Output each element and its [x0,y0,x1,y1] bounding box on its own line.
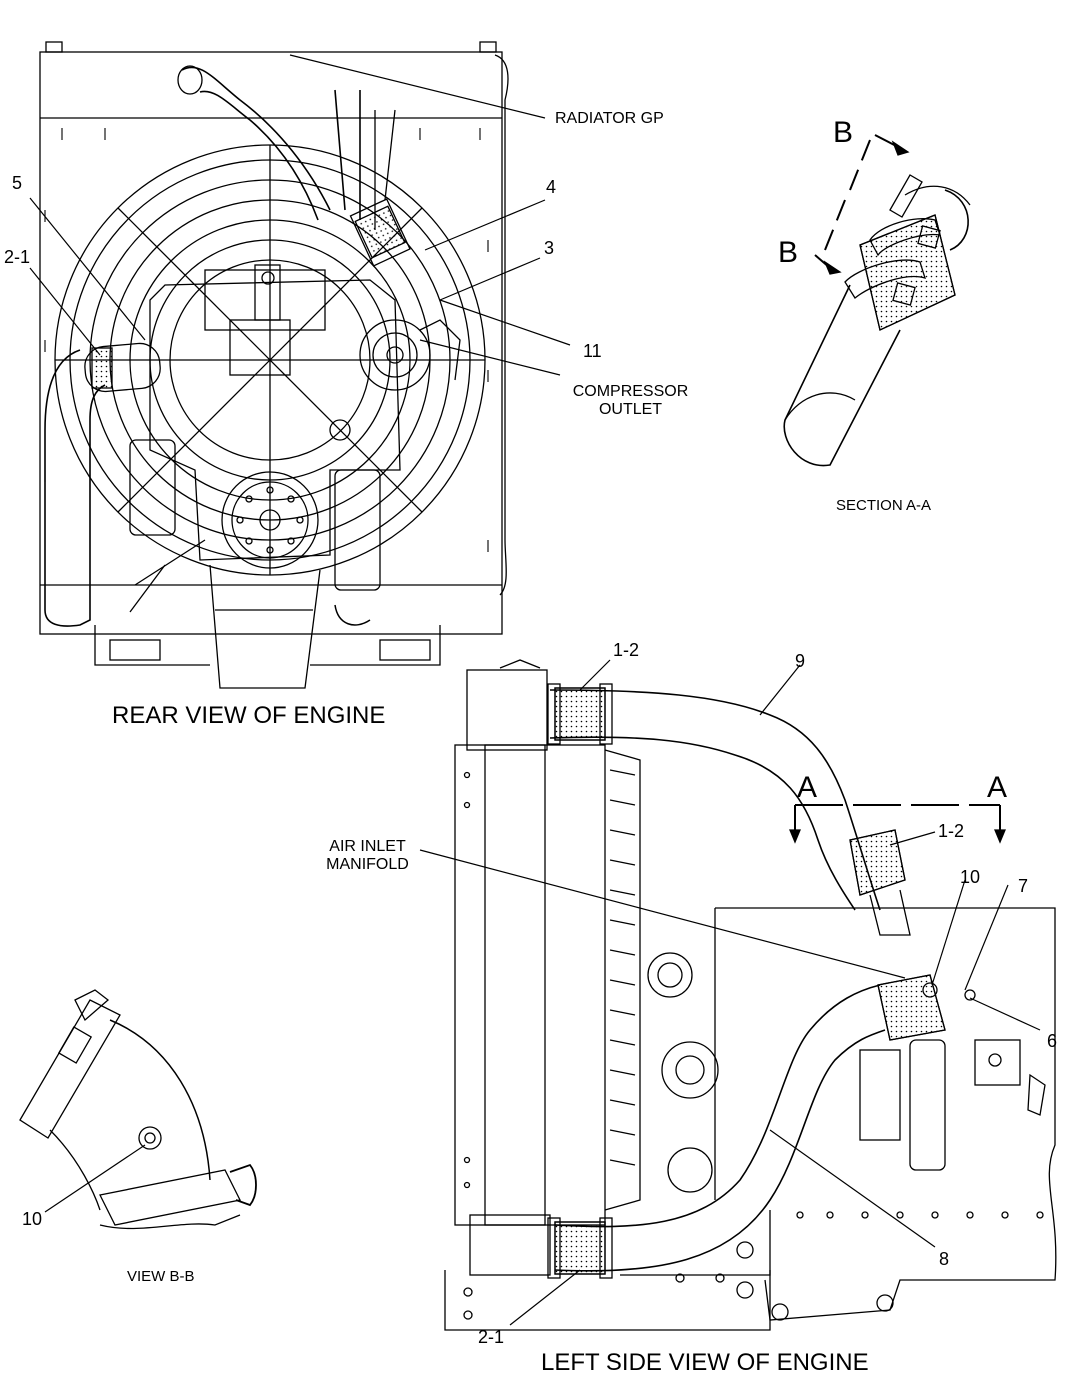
label-air-inlet-manifold: AIR INLET MANIFOLD [310,838,425,874]
callout-10-view-bb: 10 [22,1209,43,1229]
left-view-drawing [444,659,1057,1331]
title-view-bb: VIEW B-B [127,1268,195,1285]
air-inlet-line1: AIR INLET [329,838,406,855]
rear-leaders [29,54,571,376]
radiator-core [454,744,606,1226]
title-section-aa: SECTION A-A [836,497,932,514]
left-leaders [419,659,1041,1326]
callout-2-1-left: 2-1 [478,1327,505,1347]
callout-4: 4 [546,177,557,197]
callout-3: 3 [544,238,555,258]
callout-10-left: 10 [960,867,981,887]
turbo-compressor [359,319,431,391]
compressor-outlet-line1: COMPRESSOR [572,383,689,400]
label-compressor-outlet: COMPRESSOR OUTLET [563,383,698,419]
callout-9: 9 [795,651,806,671]
section-b-top: B [833,116,854,149]
callout-7: 7 [1018,876,1029,896]
flywheel [221,471,319,569]
callout-6: 6 [1047,1031,1058,1051]
section-a-left: A [797,771,818,804]
title-left-view: LEFT SIDE VIEW OF ENGINE [541,1349,869,1376]
engine-outline [715,907,1057,1321]
air-inlet-line2: MANIFOLD [326,856,409,873]
view-bb-drawing [19,989,257,1230]
section-a-right: A [987,771,1008,804]
callout-8: 8 [939,1249,950,1269]
callout-1-2-mid: 1-2 [938,821,965,841]
rear-view-drawing [39,41,509,689]
radiator-frame [39,51,503,635]
title-rear-view: REAR VIEW OF ENGINE [112,702,386,729]
section-b-bottom: B [778,236,799,269]
callout-11: 11 [583,341,602,361]
label-radiator-gp: RADIATOR GP [555,110,664,127]
callout-2-1-rear: 2-1 [4,247,31,267]
section-aa-drawing [783,134,971,467]
callout-5: 5 [12,173,23,193]
engine-block [149,279,401,561]
compressor-outlet-line2: OUTLET [598,401,663,418]
callout-1-2-top: 1-2 [613,640,640,660]
